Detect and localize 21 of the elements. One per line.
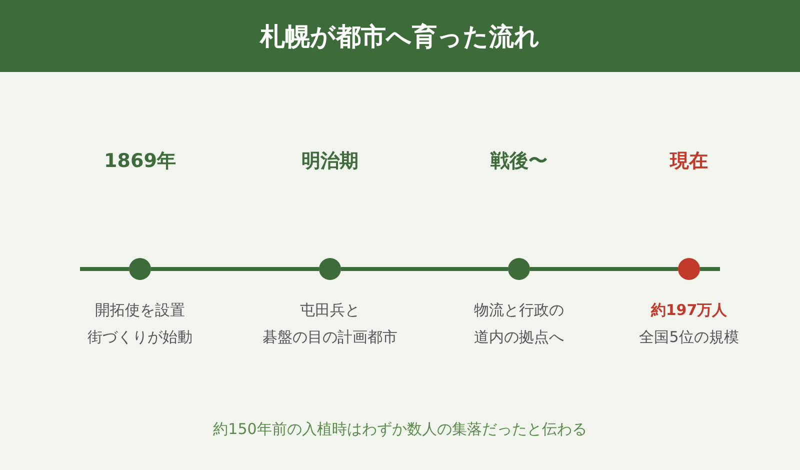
description-text: 約197万人 <box>650 301 728 320</box>
description-text: 碁盤の目の計画都市 <box>262 328 398 347</box>
period-label: 戦後〜 <box>489 149 548 174</box>
period-label: 現在 <box>668 149 709 174</box>
title: 札幌が都市へ育った流れ <box>260 20 540 52</box>
timeline-dot <box>508 258 530 280</box>
description-text: 物流と行政の <box>473 301 565 320</box>
description-text: 屯田兵と <box>299 301 361 320</box>
description-text: 開拓使を設置 <box>94 301 186 320</box>
timeline-line <box>341 267 508 271</box>
caption: 約150年前の入植時はわずか数人の集落だったと伝わる <box>212 420 588 439</box>
period-label: 明治期 <box>300 149 360 174</box>
timeline-line <box>151 267 319 271</box>
timeline-dot <box>319 258 341 280</box>
description-text: 全国5位の規模 <box>638 328 740 347</box>
timeline-dot <box>129 258 151 280</box>
description-text: 街づくりが始動 <box>86 328 194 347</box>
period-label: 1869年 <box>103 149 177 174</box>
description-text: 道内の拠点へ <box>473 328 565 347</box>
timeline-line <box>530 267 678 271</box>
timeline-dot <box>678 258 700 280</box>
